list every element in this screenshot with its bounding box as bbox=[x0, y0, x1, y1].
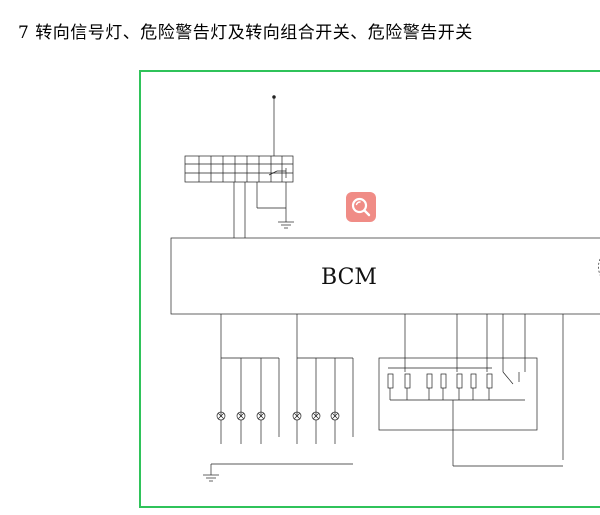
wiring-diagram-frame[interactable]: BCM bbox=[139, 70, 600, 508]
wiring-diagram: BCM bbox=[170, 95, 600, 482]
power-terminal bbox=[272, 95, 276, 99]
turn-combination-switch bbox=[378, 357, 538, 431]
page-heading: 7 转向信号灯、危险警告灯及转向组合开关、危险警告开关 bbox=[18, 23, 473, 43]
bcm-label: BCM bbox=[321, 265, 377, 290]
bcm-module bbox=[170, 237, 600, 315]
hazard-switch-table bbox=[184, 155, 294, 183]
magnifier-icon bbox=[351, 197, 371, 217]
turn-lamp-group-right bbox=[292, 411, 340, 421]
zoom-button[interactable] bbox=[346, 192, 376, 222]
